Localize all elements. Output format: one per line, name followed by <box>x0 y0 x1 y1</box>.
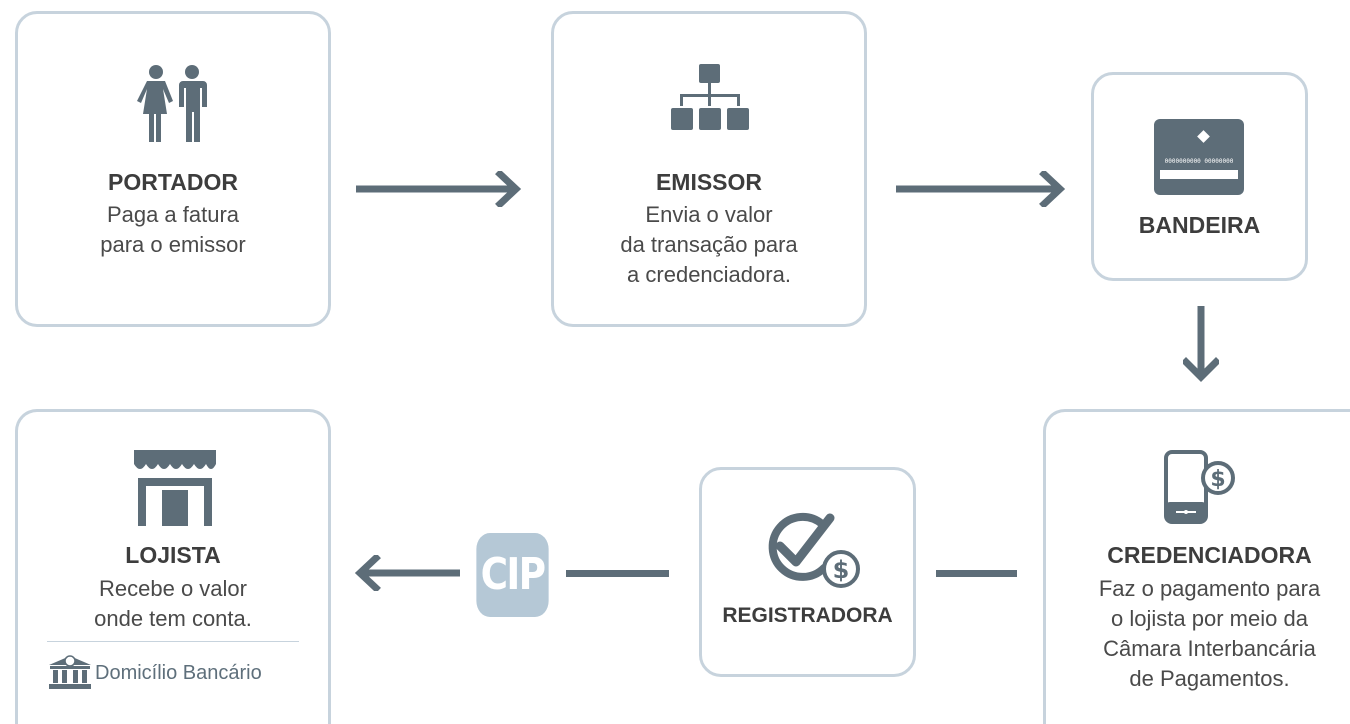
node-title: REGISTRADORA <box>722 604 893 627</box>
domicilio-bancario: Domicílio Bancário <box>47 654 307 690</box>
arrow-right <box>896 171 1066 207</box>
connector-line <box>566 570 669 577</box>
arrow-down <box>1183 306 1219 382</box>
arrow-left <box>354 555 460 591</box>
card-number: 0000000000 00000000 <box>1165 158 1234 165</box>
phone-payment-icon: $ <box>1164 450 1235 524</box>
store-icon <box>134 450 216 526</box>
node-title: PORTADOR <box>108 169 238 195</box>
node-title: EMISSOR <box>655 169 763 195</box>
node-portador: PORTADOR Paga a fatura para o emissor <box>15 11 331 327</box>
people-icon <box>137 65 207 142</box>
node-title: LOJISTA <box>125 542 221 568</box>
check-dollar-icon: $ <box>768 512 860 588</box>
node-description: Envia o valor da transação para a creden… <box>620 202 798 287</box>
connector-line <box>936 570 1017 577</box>
svg-text:$: $ <box>833 556 850 584</box>
domicilio-label: Domicílio Bancário <box>95 662 262 684</box>
svg-text:$: $ <box>1210 467 1225 492</box>
node-bandeira: 0000000000 00000000 BANDEIRA <box>1091 72 1308 281</box>
node-description: Faz o pagamento para o lojista por meio … <box>1098 576 1321 691</box>
arrow-right <box>356 171 522 207</box>
node-lojista: LOJISTA Recebe o valor onde tem conta. <box>15 409 331 724</box>
node-registradora: $ REGISTRADORA <box>699 467 916 677</box>
hierarchy-icon <box>671 64 749 130</box>
cip-badge: CIP <box>476 533 549 617</box>
node-title: BANDEIRA <box>1138 212 1261 238</box>
divider <box>47 641 299 642</box>
node-emissor: EMISSOR Envia o valor da transação para … <box>551 11 867 327</box>
node-credenciadora: $ CREDENCIADORA Faz o pagamento para o l… <box>1043 409 1350 724</box>
card-icon: 0000000000 00000000 <box>1154 119 1244 195</box>
node-title: CREDENCIADORA <box>1107 542 1312 568</box>
bank-icon <box>49 655 91 689</box>
node-description: Recebe o valor onde tem conta. <box>94 576 252 631</box>
node-description: Paga a fatura para o emissor <box>100 202 246 257</box>
